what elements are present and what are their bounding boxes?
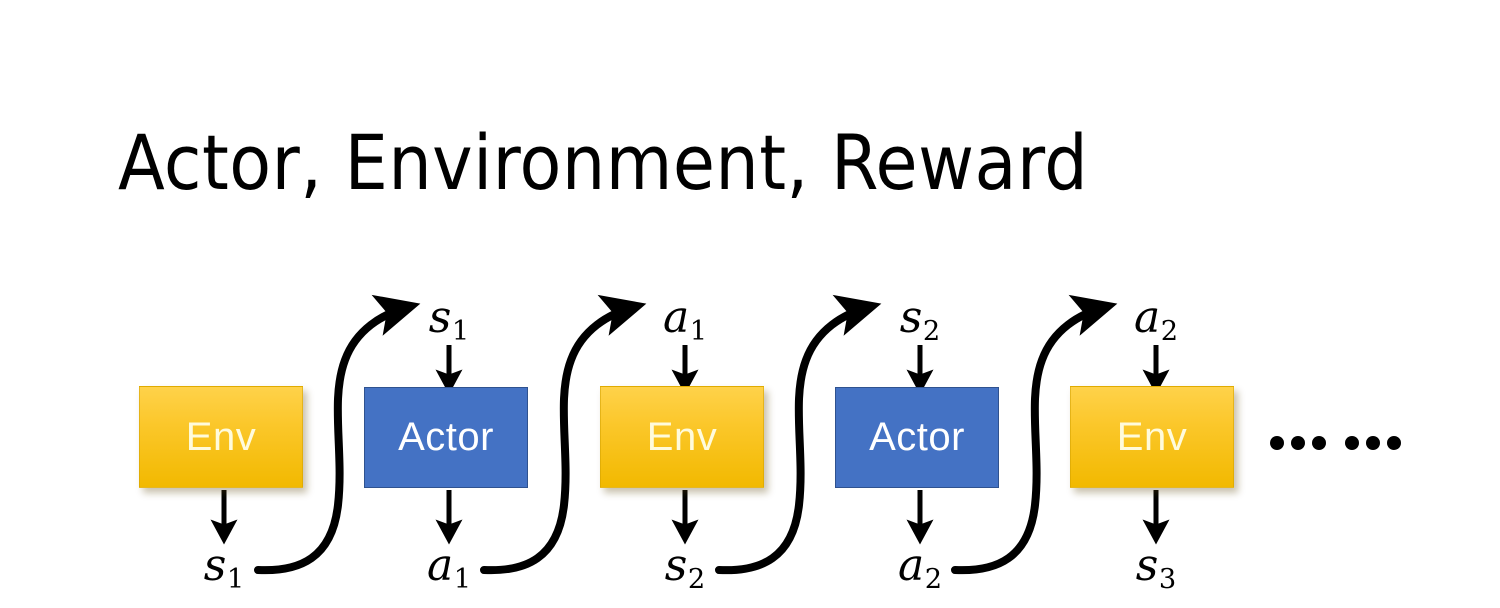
feedback-curves-layer	[254, 294, 1118, 575]
math-label-bot-s1: s1	[203, 540, 245, 596]
node-label: Env	[185, 414, 257, 459]
ellipsis-gap	[1333, 443, 1338, 444]
math-label-bot-s3: s3	[1135, 540, 1177, 596]
node-label: Actor	[869, 415, 965, 459]
math-label-bot-a2: a2	[897, 540, 943, 596]
math-label-top-a1: a1	[662, 292, 708, 348]
ellipsis-dot	[1312, 436, 1326, 450]
node-env3[interactable]: Env	[1070, 386, 1234, 488]
math-label-bot-a1: a1	[426, 540, 472, 596]
node-label: Actor	[398, 415, 494, 459]
math-label-top-s1: s1	[428, 292, 470, 348]
node-label: Env	[1116, 414, 1188, 459]
ellipsis-dot	[1345, 436, 1359, 450]
math-label-top-s2: s2	[899, 292, 941, 348]
down-arrows-into-box-layer	[435, 345, 1170, 395]
ellipsis-icon	[1270, 436, 1401, 450]
math-label-bot-s2: s2	[664, 540, 706, 596]
node-actor2[interactable]: Actor	[835, 387, 999, 488]
curve-a1	[480, 294, 647, 575]
ellipsis-dot	[1387, 436, 1401, 450]
ellipsis-dot	[1291, 436, 1305, 450]
ellipsis-dot	[1366, 436, 1380, 450]
curve-s2	[715, 294, 882, 575]
ellipsis-dot	[1270, 436, 1284, 450]
node-env2[interactable]: Env	[600, 386, 764, 488]
page-title: Actor, Environment, Reward	[118, 118, 1089, 207]
curve-a2	[951, 294, 1118, 575]
node-actor1[interactable]: Actor	[364, 387, 528, 488]
node-label: Env	[646, 414, 718, 459]
curve-s1	[254, 294, 421, 575]
math-label-top-a2: a2	[1133, 292, 1179, 348]
down-arrows-out-of-box-layer	[210, 490, 1170, 545]
node-env1[interactable]: Env	[139, 386, 303, 488]
